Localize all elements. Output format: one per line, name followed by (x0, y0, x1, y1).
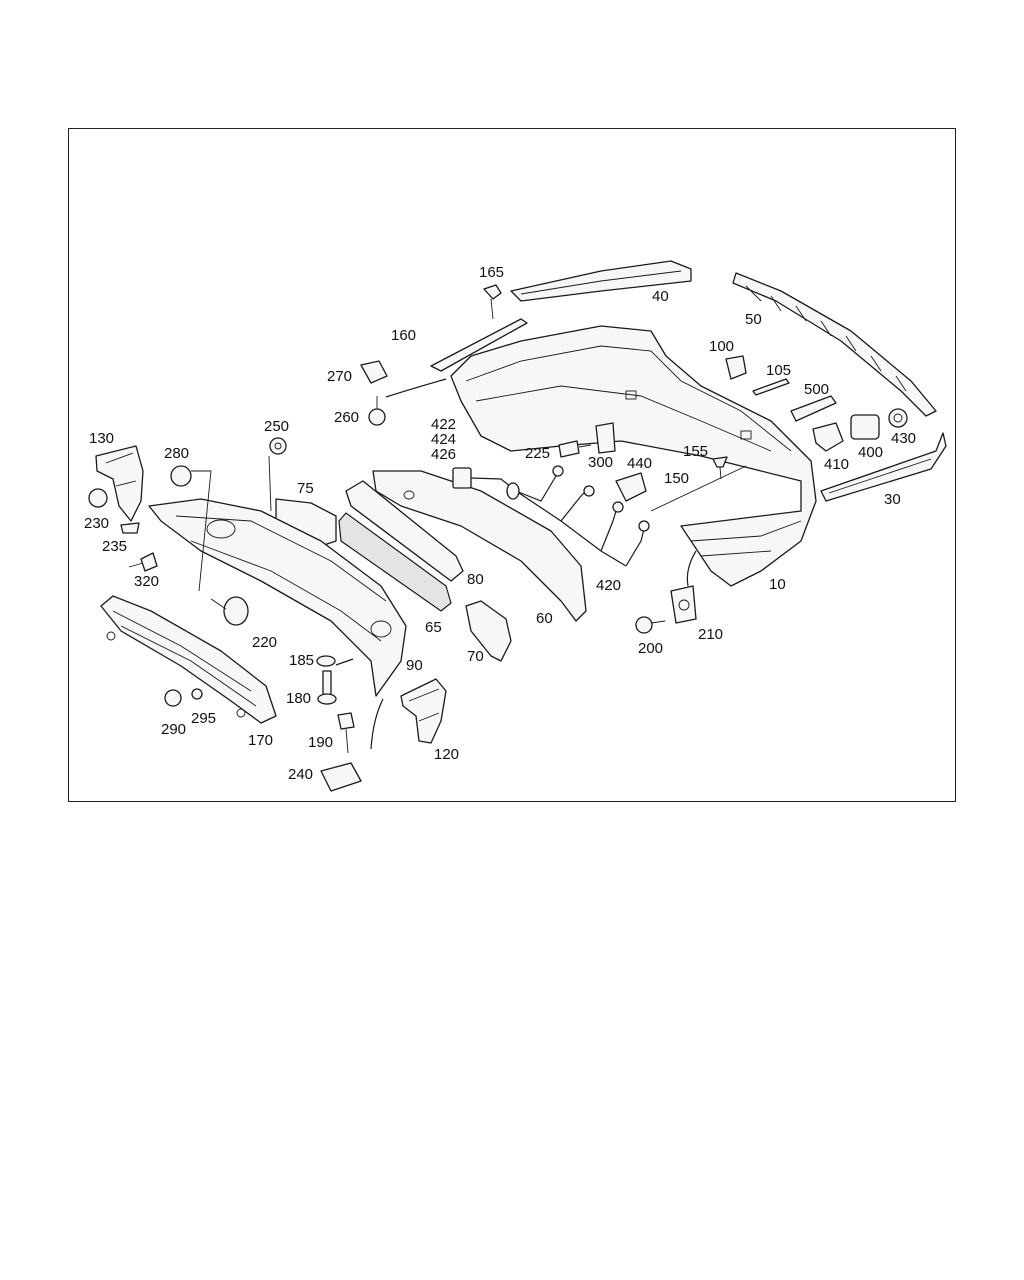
callout-90: 90 (406, 657, 423, 674)
callout-labels: 10 30 40 50 60 65 70 75 80 90 100 105 12… (84, 264, 916, 783)
callout-165: 165 (479, 264, 504, 281)
callout-420: 420 (596, 577, 621, 594)
part-rail-strip (732, 272, 937, 417)
callout-440: 440 (627, 455, 652, 472)
callout-130: 130 (89, 430, 114, 447)
callout-426: 426 (431, 446, 456, 463)
callout-230: 230 (84, 515, 109, 532)
part-reinforcement-beam (100, 595, 277, 724)
diagram-frame: 10 30 40 50 60 65 70 75 80 90 100 105 12… (68, 128, 956, 802)
part-foam-block-80 (345, 480, 464, 582)
callout-295: 295 (191, 710, 216, 727)
callout-30: 30 (884, 491, 901, 508)
callout-185: 185 (289, 652, 314, 669)
callout-422: 422 (431, 416, 456, 433)
callout-260: 260 (334, 409, 359, 426)
callout-155: 155 (683, 443, 708, 460)
callout-40: 40 (652, 288, 669, 305)
callout-210: 210 (698, 626, 723, 643)
callout-250: 250 (264, 418, 289, 435)
parts-diagram: 10 30 40 50 60 65 70 75 80 90 100 105 12… (84, 260, 947, 792)
callout-10: 10 (769, 576, 786, 593)
part-lower-trim-strip (820, 432, 947, 502)
callout-270: 270 (327, 368, 352, 385)
part-upper-trim (510, 260, 692, 302)
callout-160: 160 (391, 327, 416, 344)
callout-430: 430 (891, 430, 916, 447)
callout-100: 100 (709, 338, 734, 355)
callout-240: 240 (288, 766, 313, 783)
callout-400: 400 (858, 444, 883, 461)
callout-120: 120 (434, 746, 459, 763)
callout-70: 70 (467, 648, 484, 665)
callout-410: 410 (824, 456, 849, 473)
callout-50: 50 (745, 311, 762, 328)
callout-424: 424 (431, 431, 456, 448)
part-fasteners (88, 284, 908, 792)
callout-220: 220 (252, 634, 277, 651)
part-bumper-insert (372, 470, 587, 622)
callout-150: 150 (664, 470, 689, 487)
part-right-bracket (400, 678, 447, 744)
part-end-cap (465, 600, 512, 662)
callout-60: 60 (536, 610, 553, 627)
part-left-bumper-shell (148, 498, 407, 697)
part-bumper-cover (450, 325, 817, 587)
callout-75: 75 (297, 480, 314, 497)
callout-65: 65 (425, 619, 442, 636)
callout-190: 190 (308, 734, 333, 751)
callout-80: 80 (467, 571, 484, 588)
callout-320: 320 (134, 573, 159, 590)
callout-225: 225 (525, 445, 550, 462)
callout-300: 300 (588, 454, 613, 471)
callout-105: 105 (766, 362, 791, 379)
part-thin-strip (430, 318, 528, 372)
callout-180: 180 (286, 690, 311, 707)
callout-500: 500 (804, 381, 829, 398)
part-wiring-harness (452, 465, 650, 567)
part-foam-block-65 (338, 512, 452, 612)
part-left-bracket (95, 445, 144, 522)
callout-280: 280 (164, 445, 189, 462)
callout-200: 200 (638, 640, 663, 657)
callout-290: 290 (161, 721, 186, 738)
callout-235: 235 (102, 538, 127, 555)
callout-170: 170 (248, 732, 273, 749)
